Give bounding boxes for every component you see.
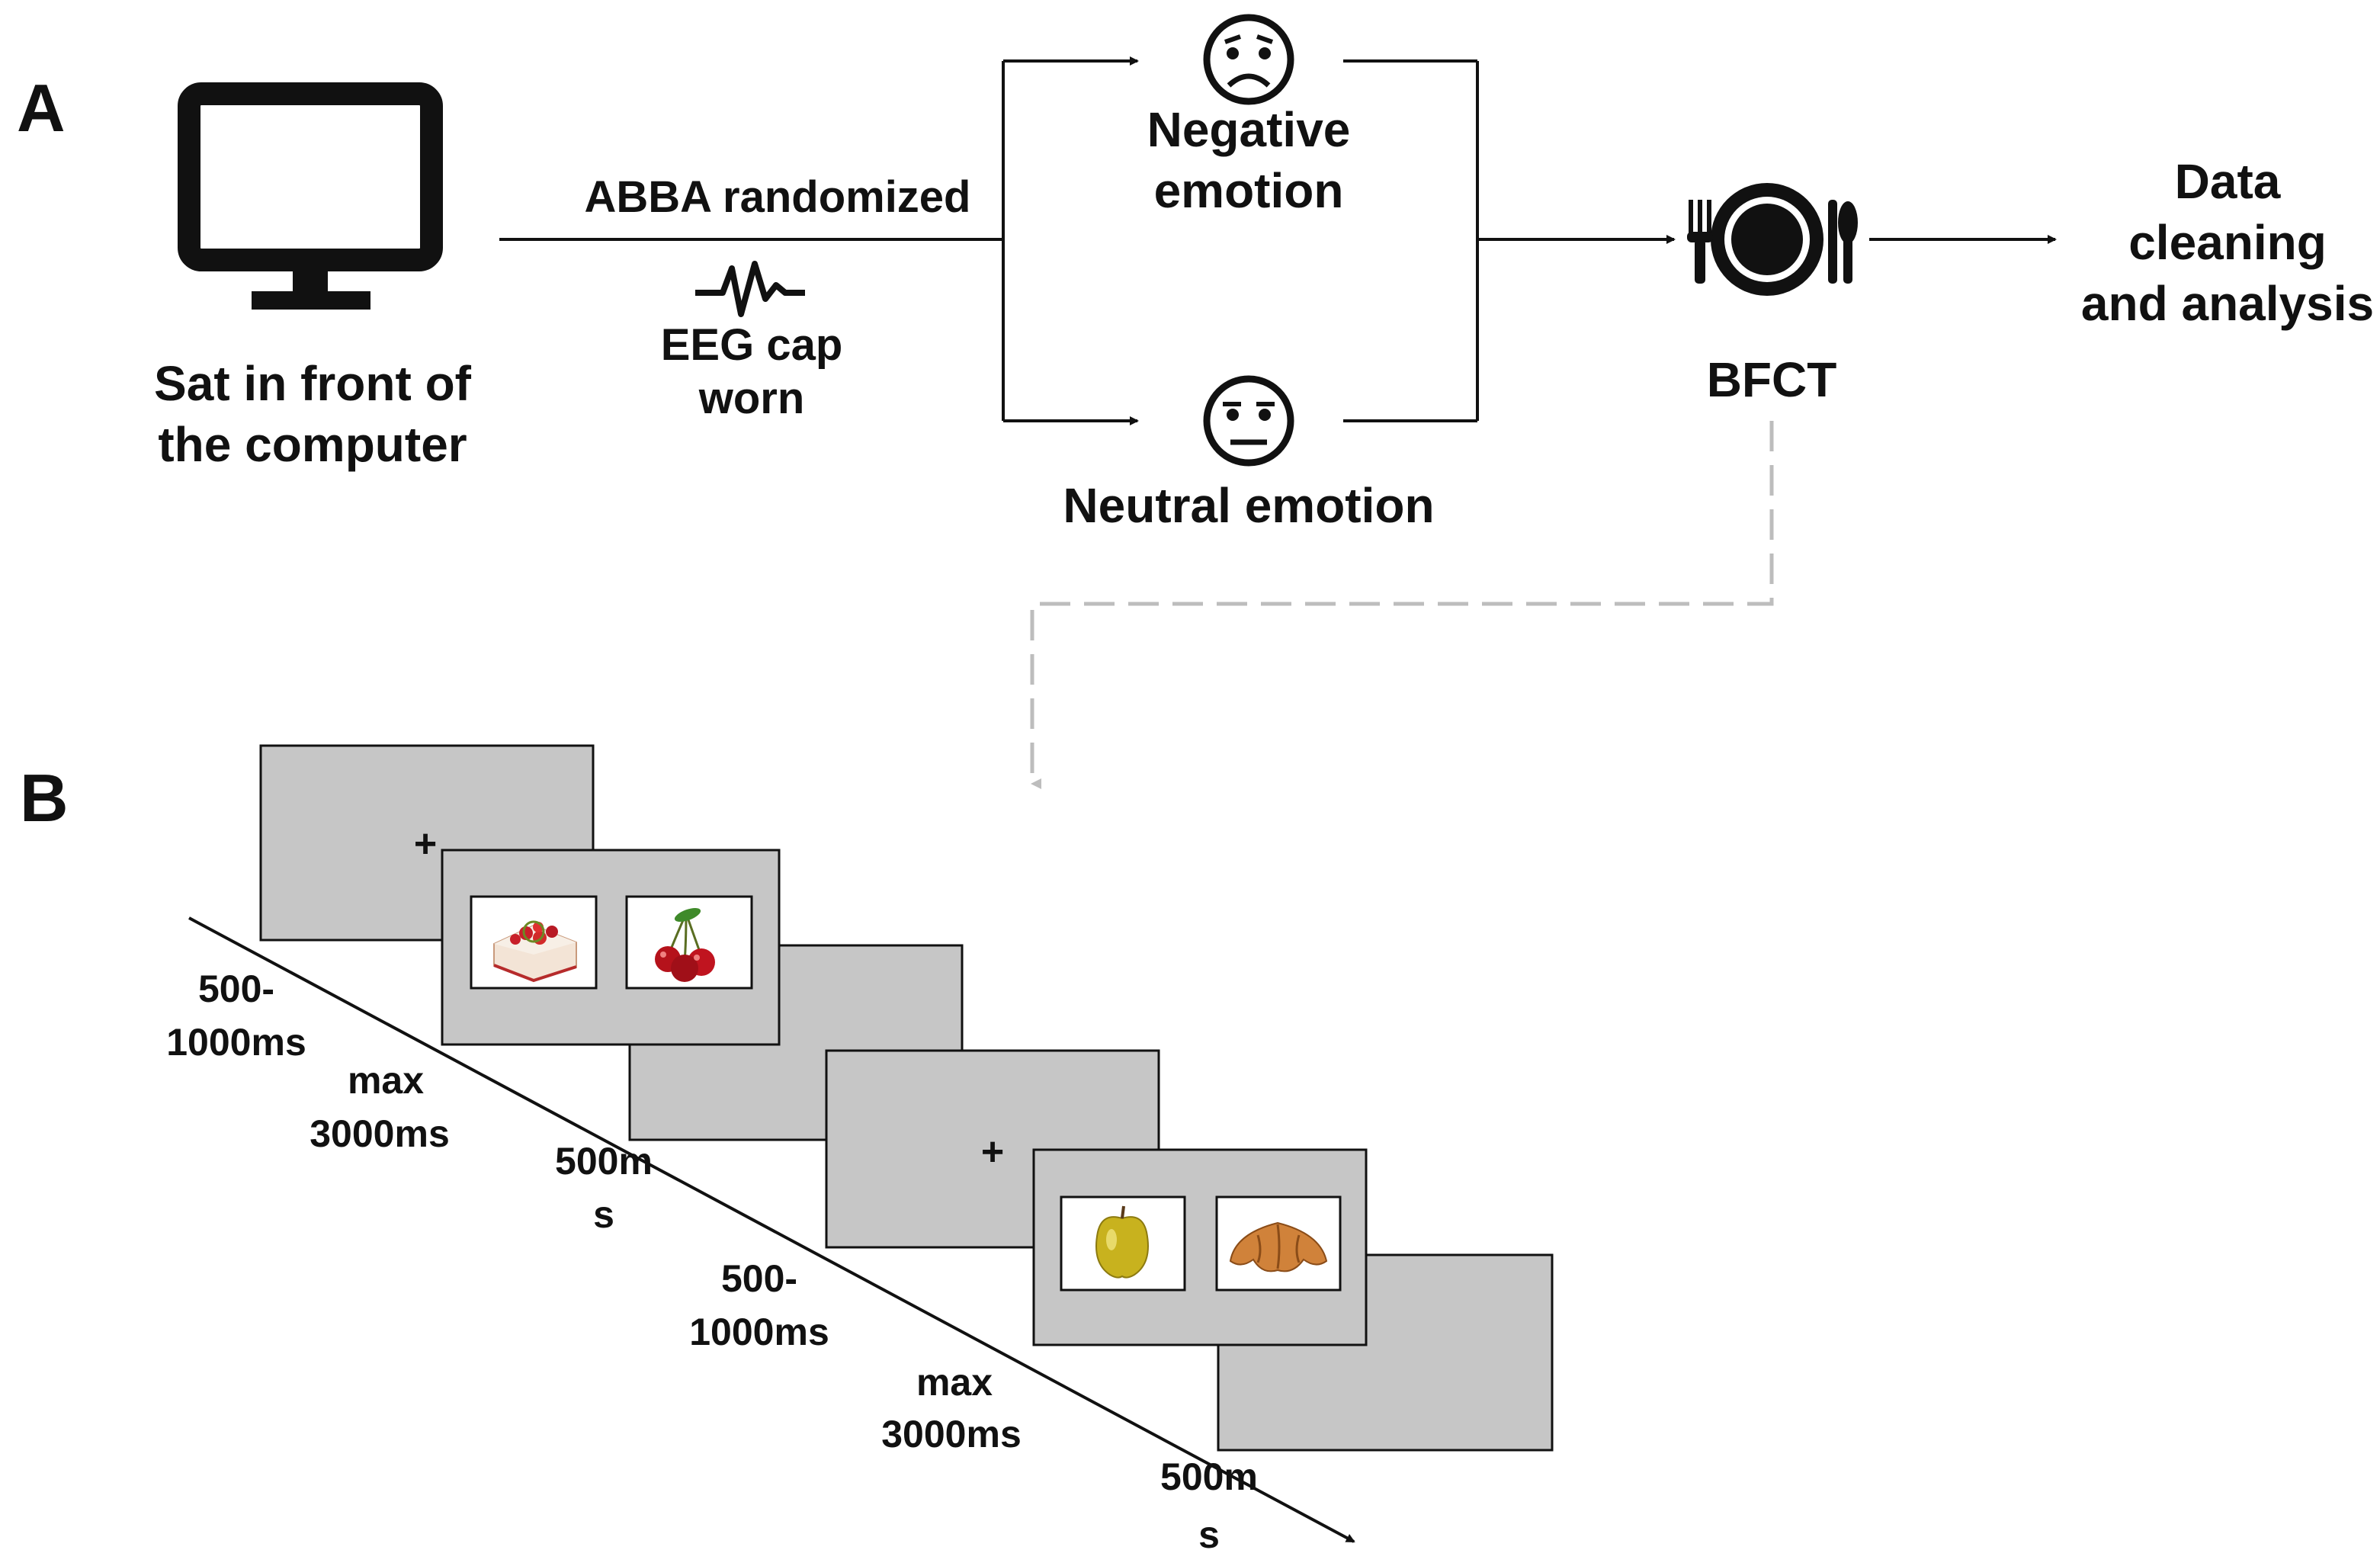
- negative-label-line1: Negative: [1147, 102, 1351, 157]
- blank-duration-line1: 500m: [555, 1140, 653, 1183]
- computer-label-line2: the computer: [158, 417, 467, 472]
- plate-cutlery-icon: [1687, 183, 1858, 296]
- analysis-line1: Data: [2175, 154, 2281, 209]
- stimulus-duration-line2: 3000ms: [310, 1112, 450, 1155]
- trial-2: + 500- 1000ms max 3000ms 500: [689, 1049, 1554, 1556]
- sad-face-icon: [1203, 14, 1294, 105]
- trial-1: +: [166, 744, 964, 1236]
- panel-a: A Sat in front of the computer ABBA rand…: [17, 14, 2374, 789]
- fixation-cross: +: [981, 1130, 1004, 1174]
- dashed-connector: [1030, 421, 1774, 789]
- cherries-image: [625, 895, 753, 990]
- stimulus-duration-line2: 3000ms: [881, 1413, 1022, 1455]
- task-label: BFCT: [1707, 352, 1837, 407]
- analysis-line3: and analysis: [2081, 276, 2374, 331]
- panel-b-label: B: [20, 760, 69, 836]
- panel-a-label: A: [17, 70, 66, 146]
- croissant-image: [1215, 1195, 1342, 1292]
- computer-monitor-icon: [178, 82, 443, 310]
- fixation-duration-line1: 500-: [198, 968, 274, 1010]
- blank-duration-line2: s: [1198, 1513, 1220, 1556]
- computer-label-line1: Sat in front of: [154, 356, 472, 411]
- design-label: ABBA randomized: [585, 172, 971, 222]
- strawberry-cake-image: [470, 895, 598, 990]
- blank-duration-line1: 500m: [1160, 1455, 1258, 1498]
- neutral-label: Neutral emotion: [1063, 478, 1434, 533]
- stimulus-duration-line1: max: [916, 1361, 993, 1404]
- negative-label-line2: emotion: [1154, 163, 1344, 218]
- stimulus-duration-line1: max: [348, 1059, 424, 1102]
- neutral-face-icon: [1203, 375, 1294, 467]
- fixation-cross: +: [414, 822, 437, 866]
- blank-duration-line2: s: [593, 1193, 614, 1236]
- eeg-label-line2: worn: [698, 374, 805, 423]
- apple-image: [1060, 1195, 1186, 1292]
- fixation-duration-line2: 1000ms: [166, 1021, 306, 1064]
- timeline-arrow: [188, 916, 1355, 1543]
- eeg-wave-icon: [695, 261, 805, 317]
- eeg-label-line1: EEG cap: [661, 320, 843, 370]
- fixation-duration-line1: 500-: [721, 1257, 797, 1300]
- analysis-line2: cleaning: [2128, 215, 2327, 270]
- fixation-duration-line2: 1000ms: [689, 1311, 829, 1353]
- panel-b: B +: [20, 744, 1554, 1556]
